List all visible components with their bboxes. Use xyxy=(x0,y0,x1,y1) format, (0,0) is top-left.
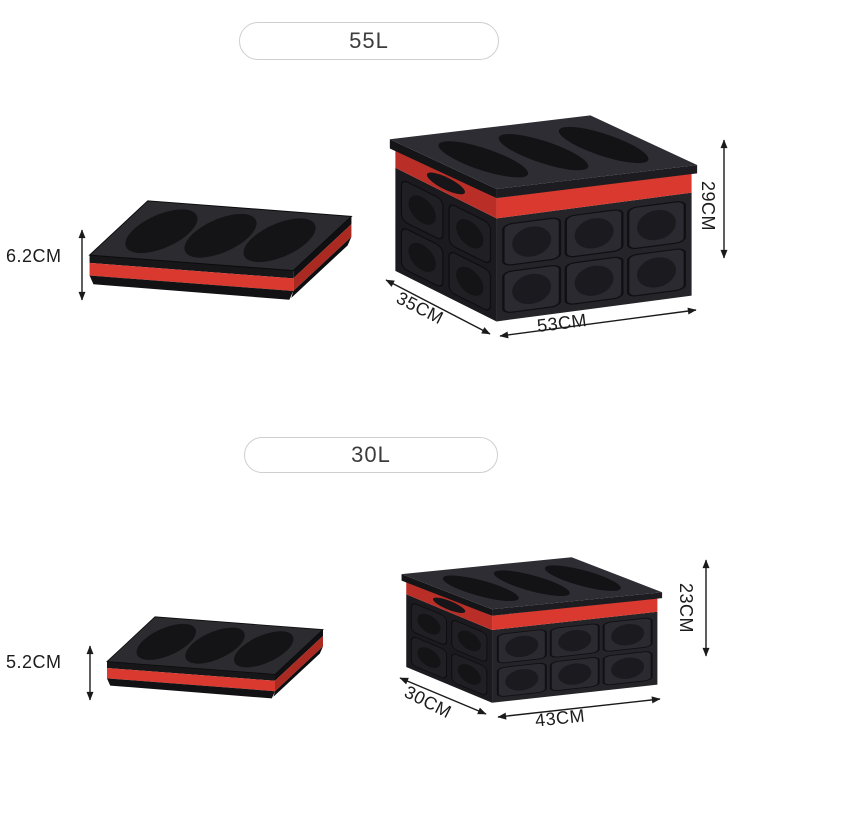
expanded-box-graphic xyxy=(389,114,698,322)
scene-30l-graphic xyxy=(86,556,710,720)
folded-height-label: 6.2CM xyxy=(6,246,62,266)
section-30l: 30L 5.2CM 30CM 43CM 23CM xyxy=(0,420,855,821)
width-label: 53CM xyxy=(535,310,589,336)
size-badge: 55L xyxy=(239,22,499,60)
height-label: 29CM xyxy=(698,180,718,231)
size-badge: 30L xyxy=(244,437,498,473)
size-badge-label: 55L xyxy=(349,28,389,53)
expanded-box-graphic xyxy=(401,556,663,704)
folded-box-graphic xyxy=(89,200,352,301)
width-label: 43CM xyxy=(534,705,586,731)
size-badge-label: 30L xyxy=(351,442,391,467)
height-label: 23CM xyxy=(676,582,696,633)
depth-label: 30CM xyxy=(401,681,455,723)
scene-55l-graphic xyxy=(78,114,728,339)
depth-label: 35CM xyxy=(393,287,447,329)
folded-height-label: 5.2CM xyxy=(6,652,62,672)
section-55l: 55L 6.2CM 35CM 53CM 29CM xyxy=(0,0,855,410)
folded-box-graphic xyxy=(106,616,324,699)
